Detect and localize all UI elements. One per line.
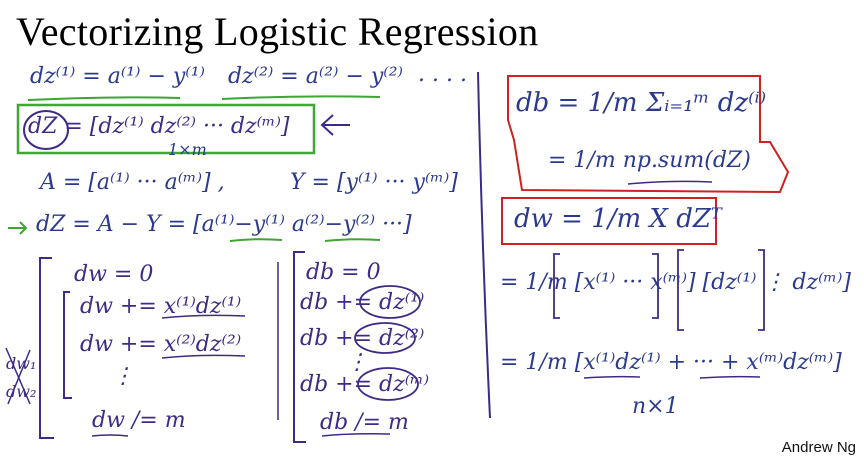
- db-red-box: [507, 75, 790, 194]
- dw-red-box: [501, 197, 717, 245]
- slide-title: Vectorizing Logistic Regression: [16, 9, 539, 54]
- dw1-struck: dw₁: [6, 354, 37, 373]
- db-update-1: db += dz⁽¹⁾: [300, 290, 425, 315]
- author-credit: Andrew Ng: [781, 439, 856, 456]
- dw-init: dw = 0: [74, 262, 154, 287]
- db-sum-eq: db = 1/m Σᵢ₌₁ᵐ dz⁽ⁱ⁾: [516, 88, 767, 118]
- db-loop-bracket: [293, 251, 306, 443]
- dZ-equation: dZ = A − Y = [a⁽¹⁾−y⁽¹⁾ a⁽²⁾−y⁽²⁾ ···]: [36, 212, 412, 237]
- db-final: db /= m: [320, 410, 409, 435]
- dZ-definition: dZ = [dz⁽¹⁾ dz⁽²⁾ ··· dz⁽ᵐ⁾]: [28, 114, 290, 139]
- dw-vdots: ⋮: [112, 364, 134, 389]
- dZ-dimension: 1×m: [168, 140, 207, 159]
- dw-update-1: dw += x⁽¹⁾dz⁽¹⁾: [80, 294, 242, 319]
- db-init: db = 0: [306, 260, 381, 285]
- green-underline-2: [221, 95, 381, 100]
- dz2-eq: dz⁽²⁾ = a⁽²⁾ − y⁽²⁾: [228, 64, 403, 89]
- dw-matrix-eq: = 1/m [x⁽¹⁾ ··· x⁽ᵐ⁾] [dz⁽¹⁾ ⋮ dz⁽ᵐ⁾]: [500, 270, 851, 295]
- dw-expand-eq: = 1/m [x⁽¹⁾dz⁽¹⁾ + ··· + x⁽ᵐ⁾dz⁽ᵐ⁾]: [500, 350, 842, 375]
- dw-loop-bracket: [39, 257, 54, 439]
- dw-dimension: n×1: [632, 394, 679, 419]
- dw-vector-eq: dw = 1/m X dZᵀ: [514, 204, 722, 234]
- db-update-2: db += dz⁽²⁾: [300, 326, 425, 351]
- db-update-m: db += dz⁽ᵐ⁾: [300, 372, 429, 397]
- dw-update-2: dw += x⁽²⁾dz⁽²⁾: [80, 332, 242, 357]
- dz-dots: . . . .: [418, 62, 467, 87]
- dz-circle: [23, 110, 69, 150]
- green-box: [16, 103, 316, 155]
- dz1-eq: dz⁽¹⁾ = a⁽¹⁾ − y⁽¹⁾: [30, 64, 205, 89]
- green-arrow: [8, 221, 28, 235]
- center-divider: [477, 71, 491, 419]
- Y-definition: Y = [y⁽¹⁾ ··· y⁽ᵐ⁾]: [290, 170, 458, 195]
- pointer-arrow: [320, 114, 350, 136]
- A-definition: A = [a⁽¹⁾ ··· a⁽ᵐ⁾] ,: [40, 170, 225, 195]
- db-npsum-eq: = 1/m np.sum(dZ): [548, 148, 751, 173]
- db-vdots: ⋮: [346, 350, 368, 375]
- green-underline: [27, 96, 181, 101]
- dw-final: dw /= m: [92, 408, 186, 433]
- dw2-struck: dw₂: [6, 382, 37, 401]
